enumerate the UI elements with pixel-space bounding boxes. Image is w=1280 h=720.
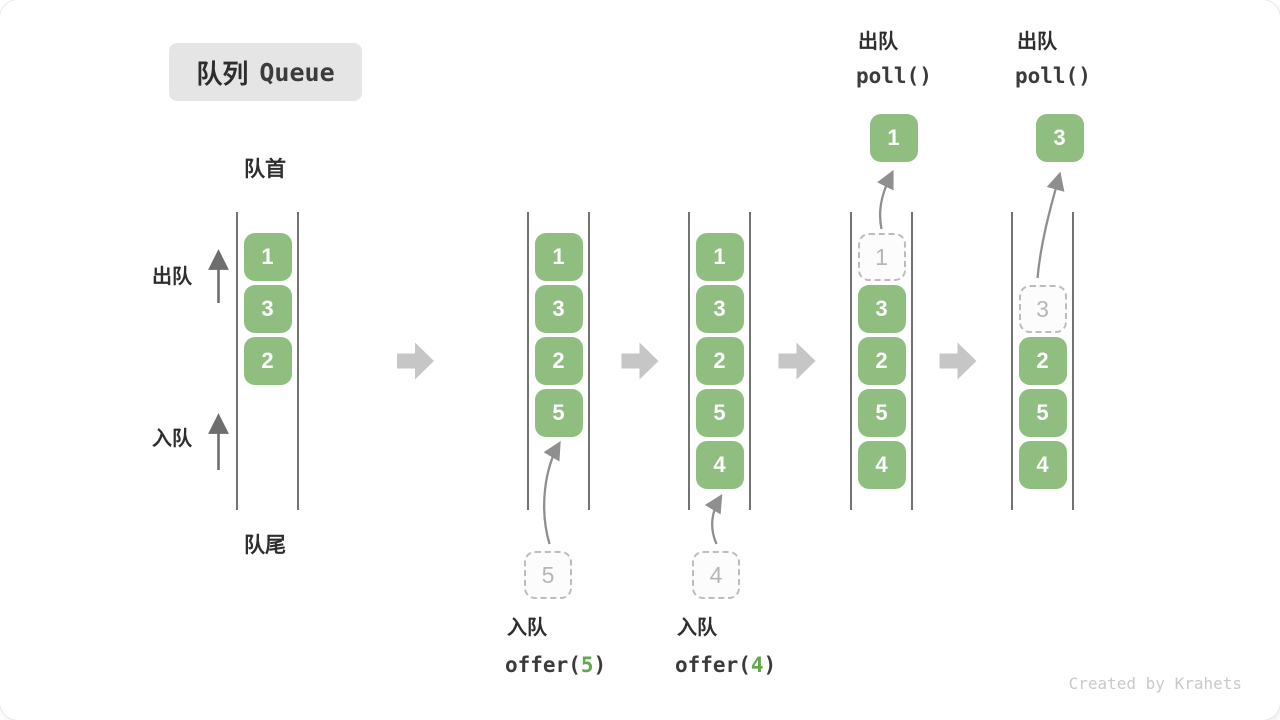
queue-front-label: 队首 [244,158,286,181]
queue-item: 2 [243,337,292,385]
dequeue1-op-code: poll() [856,64,932,88]
queue-item: 2 [1018,337,1067,385]
outgoing-item: 1 [869,114,918,162]
enqueue5-op-label: 入队 [507,617,547,639]
block-arrow-icon [397,342,434,380]
queue-item: 1 [534,233,583,281]
title-en: Queue [259,57,335,87]
watermark: Created by Krahets [1068,674,1242,693]
queue-item: 3 [695,285,744,333]
title-zh: 队列 [196,58,249,89]
queue-item-removed: 3 [1018,285,1067,333]
queue-item: 1 [243,233,292,281]
queue-item: 3 [243,285,292,333]
enqueue4-code-suffix: ) [763,653,777,677]
queue-rear-label: 队尾 [244,534,286,557]
block-arrow-icon [939,342,977,380]
queue-item: 2 [695,337,744,385]
incoming-item: 5 [524,551,572,599]
enqueue5-code-prefix: offer( [505,653,581,677]
enqueue5-op-code: offer(5) [505,653,606,677]
queue-item: 4 [857,441,906,489]
queue-item: 5 [534,389,583,437]
outgoing-item: 3 [1035,114,1084,162]
queue-item: 4 [695,441,744,489]
dequeue1-op-label: 出队 [858,31,898,53]
dequeue2-op-code: poll() [1015,64,1091,88]
enqueue4-op-code: offer(4) [675,653,776,677]
enqueue5-code-suffix: ) [593,653,607,677]
enqueue4-code-arg: 4 [750,653,764,677]
queue-item: 3 [534,285,583,333]
enqueue4-curved-arrow-icon [704,494,723,545]
queue-item: 1 [695,233,744,281]
dequeue1-curved-arrow-icon [877,169,894,230]
queue-item: 5 [1018,389,1067,437]
block-arrow-icon [621,342,659,380]
queue-channels [236,212,1074,510]
block-arrow-icon [778,342,816,380]
queue-item: 5 [695,389,744,437]
enqueue-side-label: 入队 [152,428,192,450]
queue-item: 2 [534,337,583,385]
queue-item: 2 [857,337,906,385]
dequeue-side-label: 出队 [152,266,192,288]
dequeue2-op-label: 出队 [1017,31,1057,53]
stage-transition-arrows [397,342,977,380]
incoming-item: 4 [692,551,740,599]
queue-item-removed: 1 [857,233,906,281]
enqueue5-curved-arrow-icon [543,441,561,545]
enqueue4-code-prefix: offer( [675,653,751,677]
title-badge: 队列 Queue [169,43,362,101]
queue-item: 3 [857,285,906,333]
queue-item: 5 [857,389,906,437]
queue-item: 4 [1018,441,1067,489]
enqueue5-code-arg: 5 [580,653,594,677]
enqueue4-op-label: 入队 [677,617,717,639]
dequeue2-curved-arrow-icon [1036,171,1065,279]
